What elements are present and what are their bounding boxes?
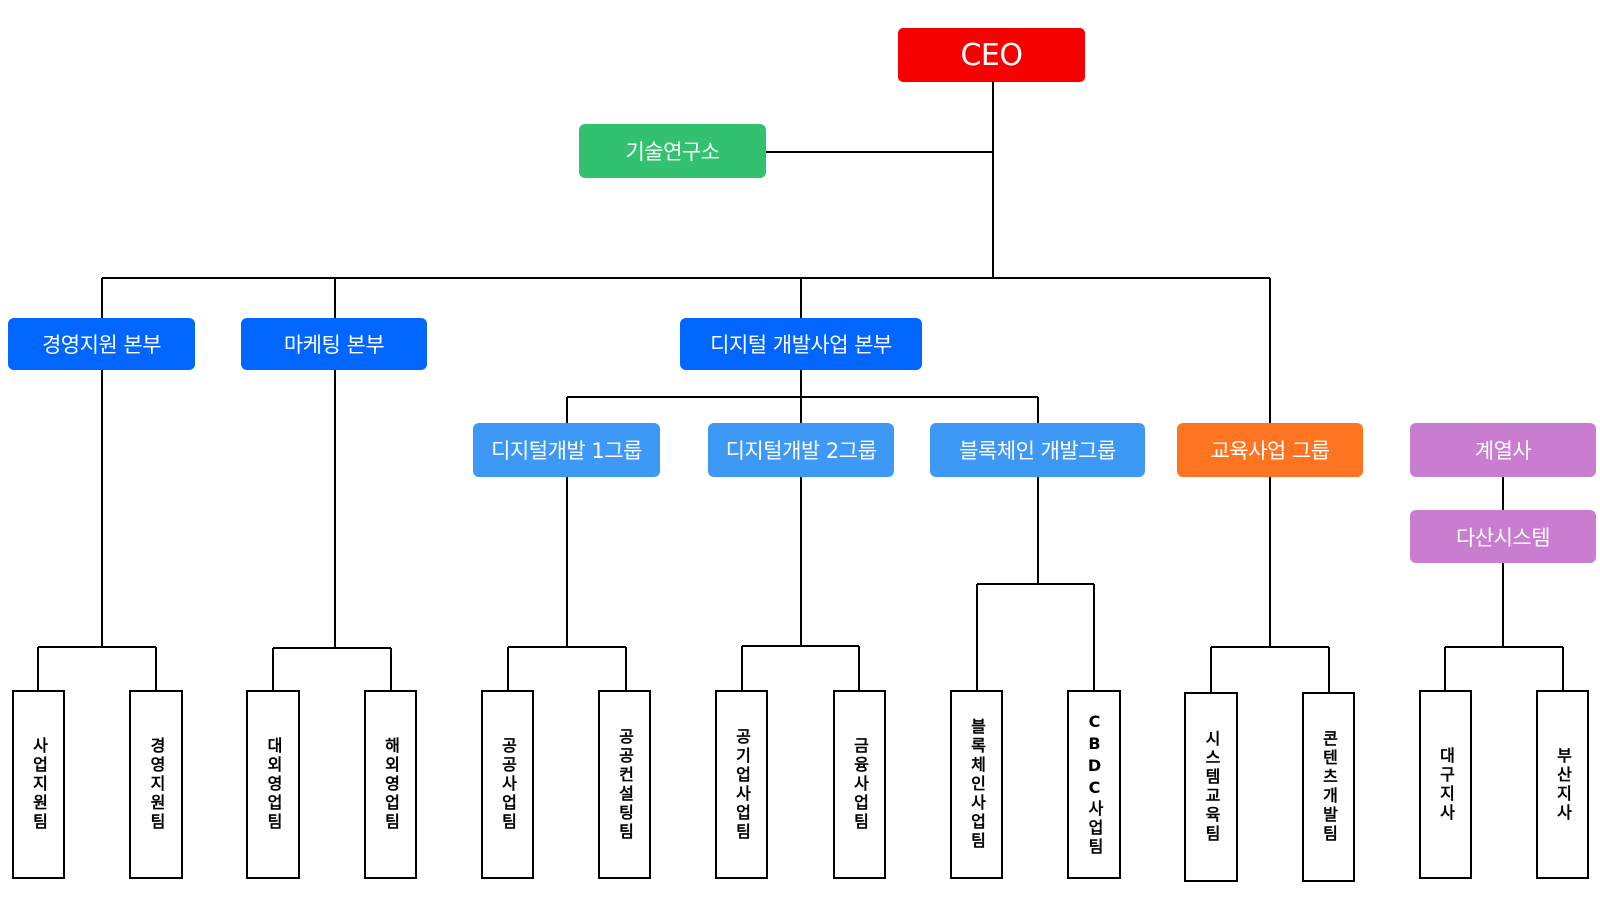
team-label: CBDC사업팀	[1085, 712, 1104, 857]
affiliate-company-box: 다산시스템	[1410, 510, 1596, 563]
team-box: 공공사업팀	[481, 690, 534, 879]
team-label: 블록체인사업팀	[967, 718, 987, 851]
line-management-teams	[37, 370, 157, 690]
team-box: 금융사업팀	[833, 690, 886, 879]
team-box: 블록체인사업팀	[950, 690, 1003, 879]
team-box: CBDC사업팀	[1067, 690, 1121, 879]
research-lab-box: 기술연구소	[579, 124, 766, 178]
team-box: 사업지원팀	[12, 690, 65, 879]
division-marketing-label: 마케팅 본부	[283, 333, 385, 357]
team-box: 해외영업팀	[364, 690, 417, 879]
line-affiliate-teams	[1444, 563, 1564, 690]
group-blockchain-label: 블록체인 개발그룹	[959, 439, 1116, 463]
group-digital2-label: 디지털개발 2그룹	[725, 439, 877, 463]
team-label: 시스템교육팀	[1202, 730, 1221, 844]
ceo-box: CEO	[898, 28, 1085, 82]
line-digital2-teams	[741, 477, 860, 690]
team-box: 부산지사	[1536, 690, 1589, 879]
team-box: 대외영업팀	[246, 690, 300, 879]
division-digital-box: 디지털 개발사업 본부	[680, 318, 922, 370]
line-blockchain-teams	[976, 477, 1095, 690]
line-education-teams	[1210, 477, 1330, 692]
affiliate-box: 계열사	[1410, 423, 1596, 477]
team-box: 경영지원팀	[129, 690, 183, 879]
division-management-label: 경영지원 본부	[41, 333, 162, 357]
ceo-label: CEO	[960, 37, 1023, 73]
team-label: 사업지원팀	[29, 737, 49, 832]
line-marketing-teams	[272, 370, 392, 690]
team-box: 공공컨설팅팀	[598, 690, 651, 879]
team-label: 공기업사업팀	[732, 727, 752, 842]
team-box: 콘텐츠개발팀	[1302, 692, 1355, 882]
team-label: 대구지사	[1436, 746, 1456, 823]
team-label: 경영지원팀	[147, 737, 166, 832]
team-label: 공공사업팀	[498, 737, 518, 832]
team-box: 시스템교육팀	[1184, 692, 1238, 882]
division-marketing-box: 마케팅 본부	[241, 318, 427, 370]
group-digital2-box: 디지털개발 2그룹	[708, 423, 894, 477]
group-digital1-label: 디지털개발 1그룹	[491, 439, 642, 463]
team-box: 공기업사업팀	[715, 690, 768, 879]
team-label: 콘텐츠개발팀	[1319, 730, 1339, 844]
team-label: 공공컨설팅팀	[615, 727, 635, 842]
division-management-box: 경영지원 본부	[8, 318, 195, 370]
group-digital1-box: 디지털개발 1그룹	[473, 423, 660, 477]
team-label: 금융사업팀	[850, 737, 870, 832]
affiliate-label: 계열사	[1474, 439, 1532, 463]
group-education-label: 교육사업 그룹	[1210, 439, 1330, 463]
team-label: 해외영업팀	[381, 737, 401, 832]
division-digital-label: 디지털 개발사업 본부	[710, 333, 892, 357]
affiliate-company-label: 다산시스템	[1455, 525, 1551, 550]
group-education-box: 교육사업 그룹	[1177, 423, 1363, 477]
group-blockchain-box: 블록체인 개발그룹	[930, 423, 1145, 477]
line-digital1-teams	[507, 477, 627, 690]
team-label: 부산지사	[1553, 746, 1573, 823]
team-box: 대구지사	[1419, 690, 1472, 879]
team-label: 대외영업팀	[264, 737, 283, 832]
research-lab-label: 기술연구소	[625, 140, 720, 164]
